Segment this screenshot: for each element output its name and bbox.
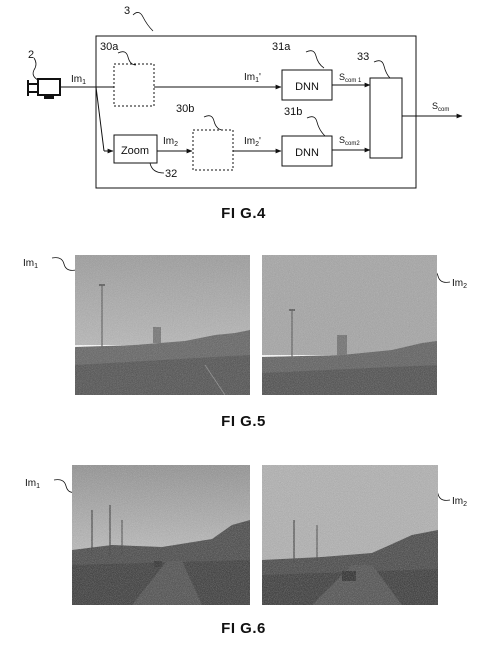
fig6-caption: FI G.6 <box>221 620 266 637</box>
combiner-ref-label: 33 <box>357 51 369 63</box>
device-frame <box>95 35 417 189</box>
preproc-a-label: 30a <box>100 41 119 53</box>
preproc-b-label: 30b <box>176 103 194 115</box>
preproc-b-leader <box>203 115 223 131</box>
fig5-right-label: Im2 <box>452 278 467 290</box>
im2p-label: Im2' <box>244 136 261 148</box>
fig6-photo-left <box>72 465 250 605</box>
device-ref-label: 3 <box>124 5 130 17</box>
device-ref-leader <box>132 12 154 32</box>
fig6-left-leader <box>53 479 77 493</box>
dnn-b-leader <box>306 116 326 137</box>
dnn-a-leader <box>305 50 325 69</box>
zoom-box <box>113 134 158 164</box>
combiner-leader <box>373 60 391 79</box>
fig5-left-leader <box>51 257 77 271</box>
im2-label: Im2 <box>163 136 178 148</box>
scom1-label: Scom 1 <box>339 72 362 84</box>
dnn-b-box <box>281 135 333 167</box>
dnn-b-ref-label: 31b <box>284 106 302 118</box>
scom-label: Scom <box>432 101 449 113</box>
combiner-box <box>369 77 403 159</box>
im1-label: Im1 <box>71 74 86 86</box>
fig4-caption: FI G.4 <box>221 205 266 222</box>
dnn-a-label: DNN <box>295 81 319 93</box>
fig5-left-label: Im1 <box>23 258 38 270</box>
preproc-a-box <box>113 63 155 107</box>
branch-vertical-line <box>95 86 105 152</box>
fig6-photo-right <box>262 465 438 605</box>
camera-icon <box>27 78 61 99</box>
zoom-label: Zoom <box>121 145 149 157</box>
dnn-b-label: DNN <box>295 147 319 159</box>
zoom-leader <box>149 162 165 174</box>
scom2-label: Scom2 <box>339 135 360 147</box>
dnn-a-box <box>281 69 333 101</box>
fig6-right-label: Im2 <box>452 496 467 508</box>
fig5-photo-left <box>75 255 250 395</box>
camera-ref-label: 2 <box>28 49 34 61</box>
preproc-b-box <box>192 129 234 171</box>
preproc-a-leader <box>117 51 137 66</box>
fig5-caption: FI G.5 <box>221 413 266 430</box>
dnn-a-ref-label: 31a <box>272 41 291 53</box>
fig6-left-label: Im1 <box>25 478 40 490</box>
fig5-photo-right <box>262 255 437 395</box>
zoom-ref-label: 32 <box>165 168 177 180</box>
fig4-diagram: 3 2 Im1 30a Im1' DNN 31a Scom 1 Zoom 32 … <box>27 5 463 189</box>
camera-ref-leader <box>32 57 39 81</box>
im1p-label: Im1' <box>244 72 261 84</box>
